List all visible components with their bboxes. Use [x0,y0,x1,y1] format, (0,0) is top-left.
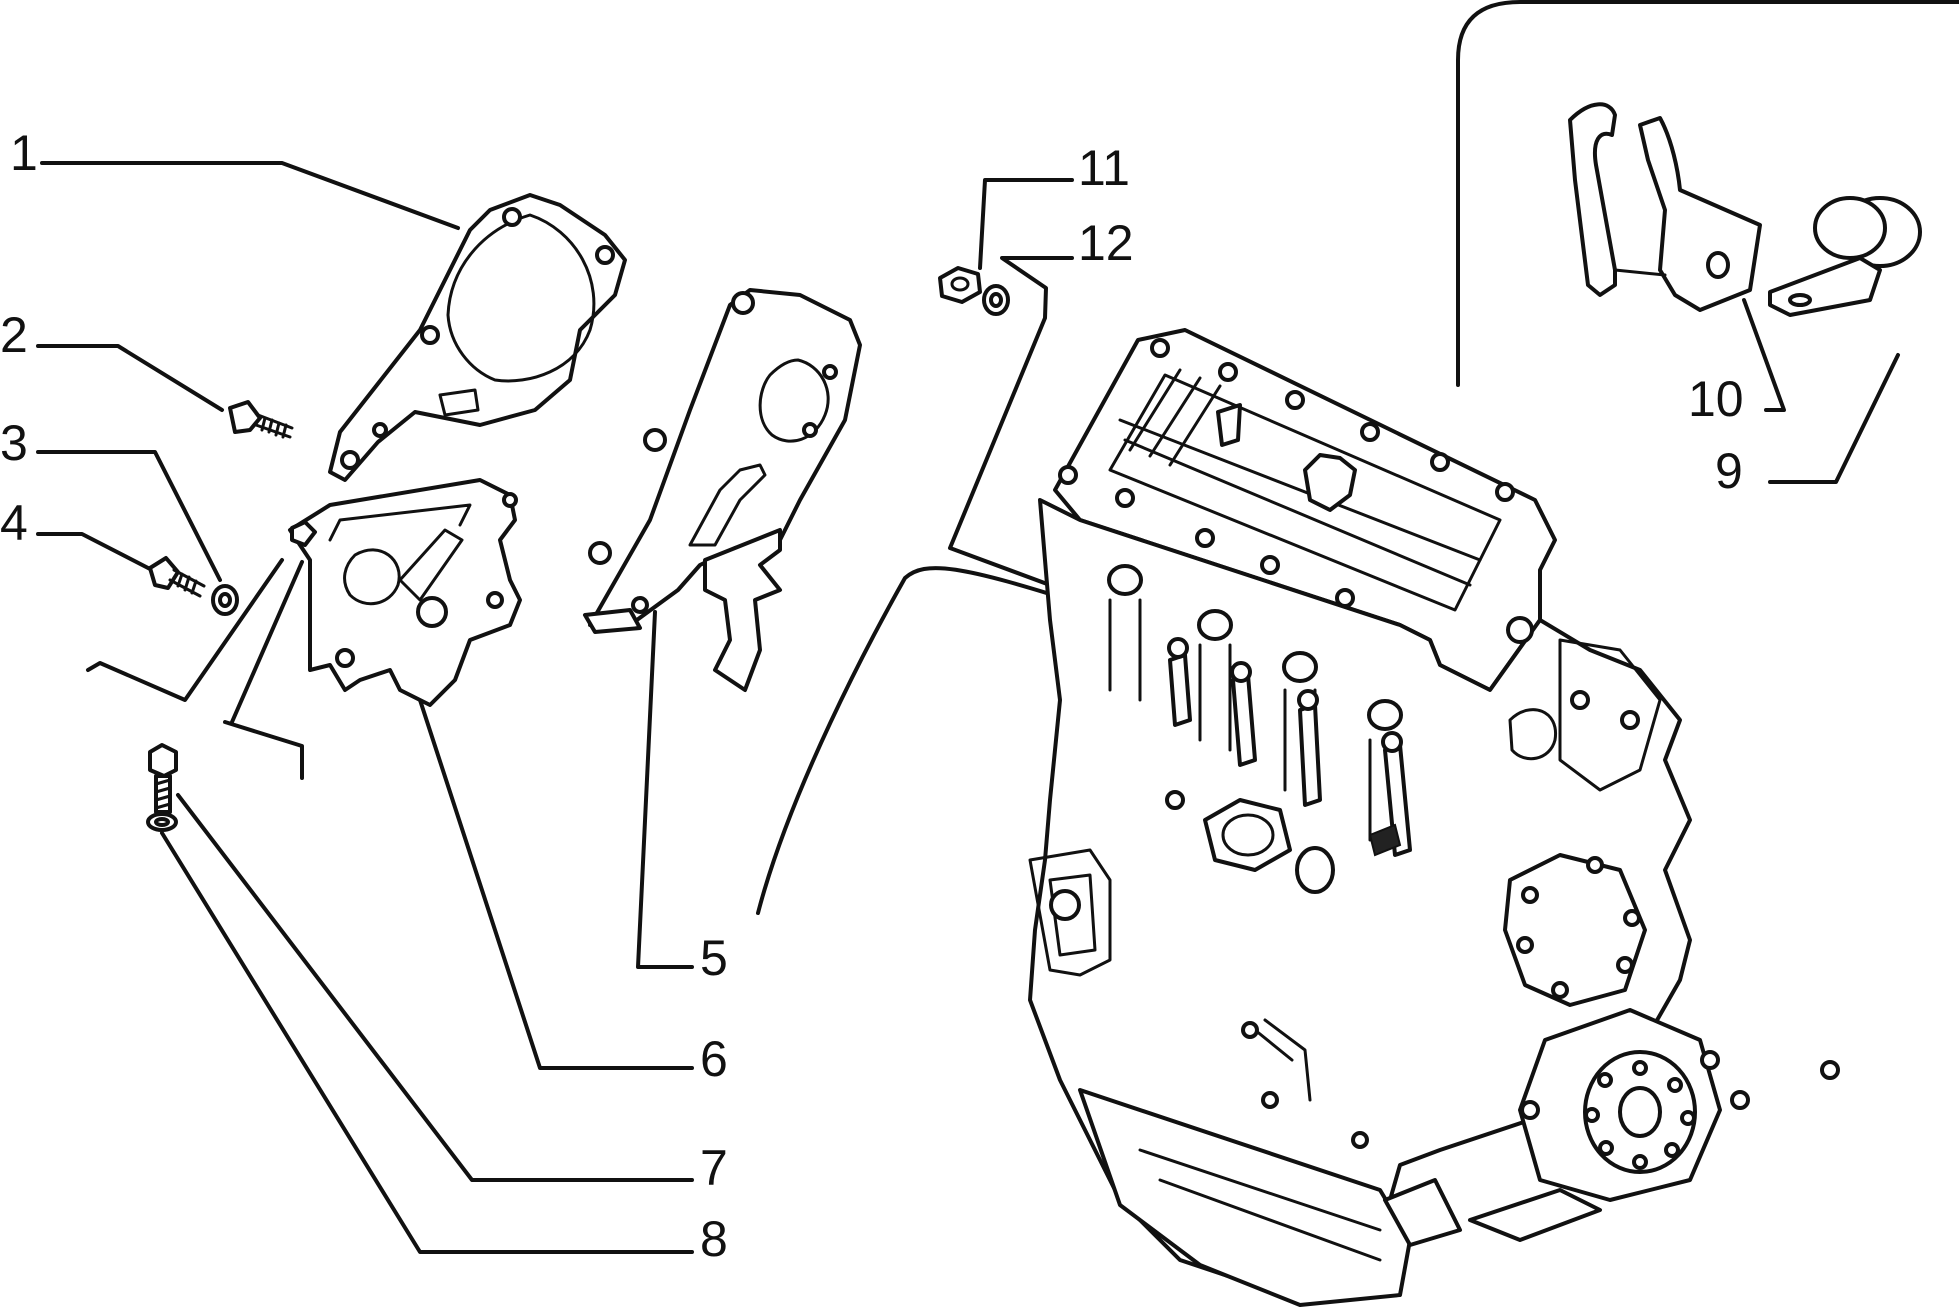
timing-cover-lower[interactable] [583,288,862,692]
mounting-bracket-part-6[interactable] [288,478,522,707]
leader-dash-c [230,560,304,724]
engine-block[interactable] [1028,328,1840,1307]
leader-1 [40,161,460,230]
callout-12[interactable]: 12 [1078,215,1134,271]
callout-10[interactable]: 10 [1688,371,1744,427]
callout-6[interactable]: 6 [700,1031,728,1087]
leader-12 [948,256,1087,600]
bolt-part-4[interactable] [148,556,206,598]
leader-2 [36,344,224,412]
leader-7 [176,793,694,1182]
leader-8 [160,831,694,1254]
leader-9 [1768,353,1900,484]
callout-1[interactable]: 1 [10,125,38,181]
leader-dash-b [223,720,304,780]
callout-2[interactable]: 2 [0,307,28,363]
bolt-part-2[interactable] [228,400,294,439]
leader-6 [418,698,694,1070]
leader-dash-a [86,558,284,702]
callout-7[interactable]: 7 [700,1140,728,1196]
leader-4 [36,532,154,572]
callout-4[interactable]: 4 [0,495,28,551]
leader-5b [756,566,1087,915]
leader-lines [36,0,1959,1254]
leader-3 [36,450,222,582]
nut-part-11[interactable] [938,266,982,304]
callout-numbers: 1 2 3 4 5 6 7 8 9 10 11 12 [0,125,1744,1267]
callout-11[interactable]: 11 [1078,140,1130,196]
bolt-part-7[interactable] [148,743,178,814]
timing-cover-upper[interactable] [328,193,627,482]
washer-part-3[interactable] [211,584,239,616]
callout-5[interactable]: 5 [700,930,728,986]
p-clip-part-9[interactable] [1768,196,1922,317]
clamp-bracket-part-10[interactable] [1568,102,1762,312]
callout-8[interactable]: 8 [700,1211,728,1267]
leader-10 [1742,298,1786,412]
leader-5a [636,610,694,969]
leader-11 [978,178,1074,270]
section-divider [1456,0,1959,387]
washer-part-12[interactable] [982,284,1010,316]
washer-part-8[interactable] [146,812,178,832]
callout-3[interactable]: 3 [0,415,28,471]
callout-9[interactable]: 9 [1715,443,1743,499]
